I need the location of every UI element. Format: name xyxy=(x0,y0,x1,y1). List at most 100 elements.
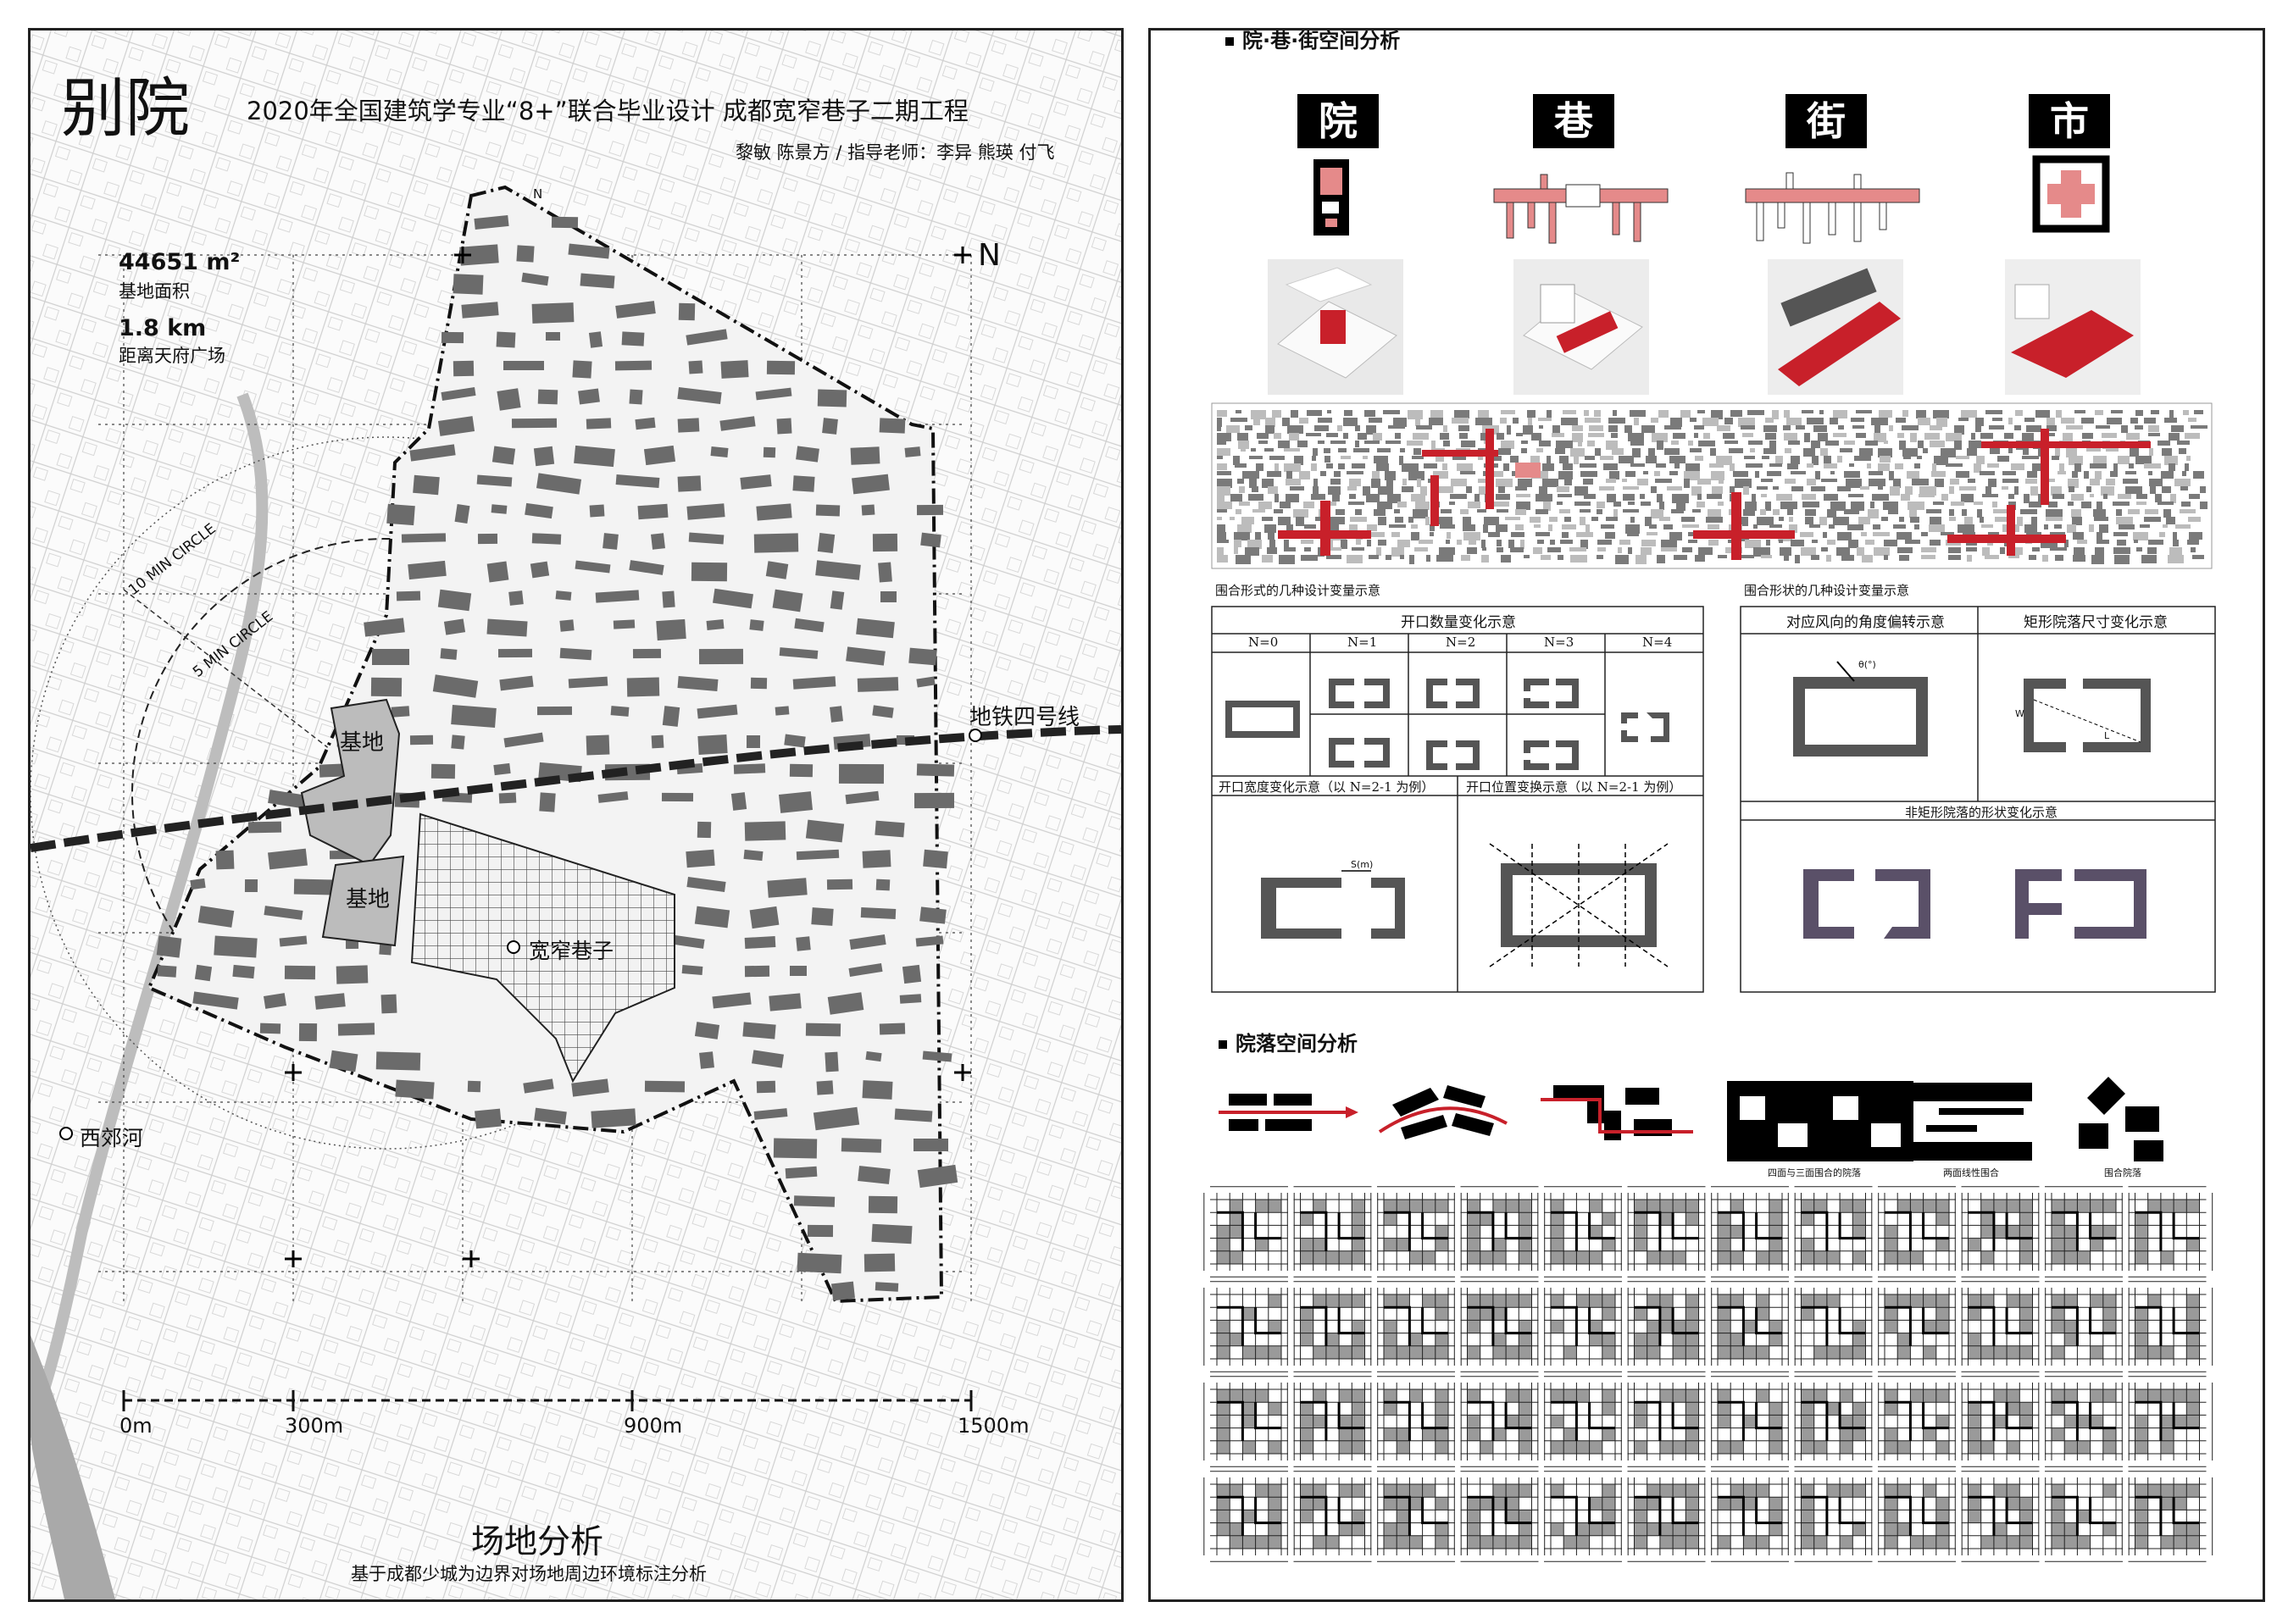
building-block xyxy=(686,503,725,520)
figure-ground-block xyxy=(1785,448,1791,453)
theta-label: θ(°) xyxy=(1858,659,1876,670)
figure-ground-block xyxy=(1982,547,1990,556)
building-block xyxy=(856,618,895,639)
figure-ground-block xyxy=(1833,517,1849,525)
building-block xyxy=(720,360,749,379)
wind-angle-shape xyxy=(1793,677,1928,757)
building-block xyxy=(699,1051,714,1069)
figure-ground-block xyxy=(1297,441,1308,447)
figure-ground-block xyxy=(1607,494,1616,502)
figure-ground-block xyxy=(1262,555,1273,563)
building-block xyxy=(401,533,447,543)
figure-ground-block xyxy=(1661,540,1677,548)
figure-ground-block xyxy=(1443,425,1447,432)
figure-ground-block xyxy=(1921,555,1935,559)
figure-ground-block xyxy=(1962,509,1967,516)
building-block xyxy=(437,416,475,436)
figure-ground-block xyxy=(1765,502,1771,511)
figure-ground-block xyxy=(2130,418,2138,424)
figure-ground-block xyxy=(1557,502,1563,505)
figure-ground-block xyxy=(1397,540,1410,547)
building-block xyxy=(746,734,761,749)
building-block xyxy=(408,560,447,580)
figure-ground-block xyxy=(1801,547,1816,556)
figure-ground-block xyxy=(1827,509,1836,518)
figure-ground-block xyxy=(2171,425,2184,432)
figure-ground-block xyxy=(1253,418,1260,425)
building-block xyxy=(677,386,722,405)
figure-ground-block xyxy=(1980,433,1993,439)
figure-ground-block xyxy=(1363,456,1368,459)
figure-ground-block xyxy=(2144,463,2161,468)
building-block xyxy=(629,560,664,575)
figure-ground-block xyxy=(1961,410,1977,418)
figure-ground-block xyxy=(1753,524,1758,529)
building-block xyxy=(710,446,729,457)
building-block xyxy=(805,1023,841,1037)
building-block xyxy=(755,387,792,401)
figure-ground-block xyxy=(1823,532,1827,538)
figure-ground-block xyxy=(1930,517,1941,525)
figure-ground-block xyxy=(2136,502,2146,505)
figure-ground-block xyxy=(1761,494,1767,497)
building-block xyxy=(588,331,603,348)
figure-ground-block xyxy=(1413,433,1429,440)
figure-ground-block xyxy=(1933,502,1944,505)
figure-ground-block xyxy=(1873,532,1890,536)
building-block xyxy=(661,792,694,802)
figure-ground-block xyxy=(1440,524,1455,529)
figure-ground-block xyxy=(1498,448,1511,455)
figure-ground-block xyxy=(1515,486,1527,491)
figure-ground-block xyxy=(1378,486,1393,495)
figure-ground-block xyxy=(2032,547,2040,551)
w-label: W xyxy=(2015,708,2024,719)
building-block xyxy=(643,445,676,466)
figure-ground-block xyxy=(1255,532,1261,540)
figure-ground-block xyxy=(1574,486,1588,496)
figure-ground-block xyxy=(1645,517,1652,526)
figure-ground-block xyxy=(1334,471,1341,477)
site-label-2: 基地 xyxy=(346,887,391,912)
nonrect-title: 非矩形院落的形状变化示意 xyxy=(1905,805,2058,820)
figure-ground-block xyxy=(2045,479,2055,482)
figure-ground-block xyxy=(1328,486,1341,495)
figure-ground-block xyxy=(1833,433,1847,437)
scale-label-0: 0m xyxy=(119,1414,153,1438)
figure-ground-block xyxy=(1685,463,1700,471)
figure-ground-block xyxy=(2082,433,2093,439)
figure-ground-block xyxy=(1836,547,1850,556)
figure-ground-block xyxy=(1805,517,1813,524)
figure-ground-block xyxy=(2042,555,2048,562)
courtyard-variant xyxy=(1620,1281,1713,1372)
building-block xyxy=(364,618,405,637)
figure-ground-block xyxy=(1311,463,1317,471)
building-block xyxy=(197,906,235,928)
building-block xyxy=(214,935,258,958)
building-block xyxy=(697,704,738,719)
courtyard-caption-2: 两面线性围合 xyxy=(1943,1167,1999,1178)
figure-ground-block xyxy=(1249,479,1257,488)
figure-ground-block xyxy=(1287,425,1303,434)
figure-ground-block xyxy=(1971,433,1975,440)
figure-ground-block xyxy=(1625,524,1640,534)
building-block xyxy=(575,560,611,574)
figure-ground-block xyxy=(1795,555,1800,563)
figure-ground-block xyxy=(1707,494,1722,499)
figure-ground-block xyxy=(1652,433,1668,442)
figure-ground-block xyxy=(2187,540,2199,545)
figure-ground-block xyxy=(1844,471,1860,478)
kuanzhai-label: 宽窄巷子 xyxy=(529,939,614,963)
building-block xyxy=(531,533,562,545)
building-block xyxy=(749,619,764,631)
building-block xyxy=(846,646,886,666)
figure-ground-block xyxy=(1559,456,1569,463)
building-block xyxy=(578,388,600,405)
figure-ground-block xyxy=(1408,517,1413,523)
figure-ground-block xyxy=(2163,524,2168,528)
figure-ground-block xyxy=(2180,509,2196,513)
figure-ground-block xyxy=(2114,555,2130,564)
figure-ground-block xyxy=(1630,410,1646,417)
figure-ground-block xyxy=(1468,502,1480,508)
figure-ground-block xyxy=(1217,517,1222,520)
figure-ground-block xyxy=(1929,524,1945,532)
